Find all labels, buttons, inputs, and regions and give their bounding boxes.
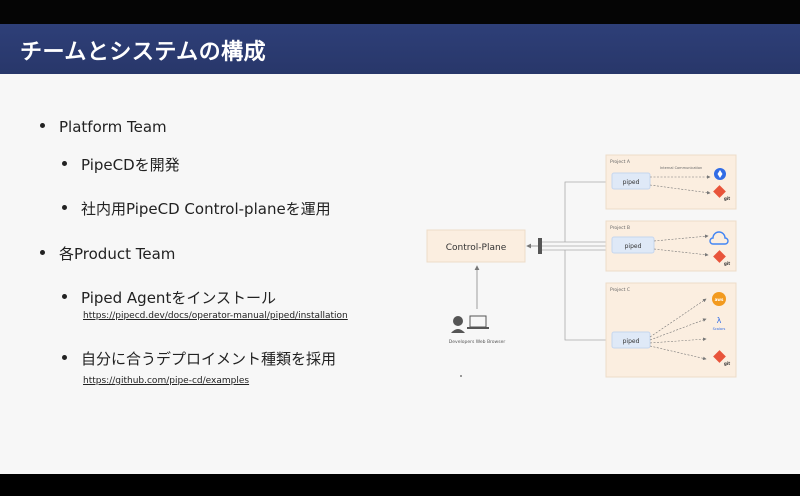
project-a-piped [611, 172, 651, 190]
bullet-dot [62, 294, 67, 299]
svg-text:piped: piped [623, 179, 640, 186]
developer-label: Developers Web Browser [449, 339, 506, 345]
slide: チームとシステムの構成 Platform Team PipeCDを開発 社内用P… [0, 24, 800, 474]
bottom-letterbox [0, 474, 800, 496]
bullet-dot [62, 205, 67, 210]
bullet-install-agent: Piped Agentをインストール [62, 287, 276, 308]
svg-text:aws: aws [715, 297, 724, 302]
connector-bar [538, 238, 542, 254]
cursor-dot [460, 375, 462, 377]
scalars-label: Scalars [713, 327, 726, 331]
svg-text:piped: piped [623, 338, 640, 345]
project-c-label: Project C [610, 287, 630, 293]
bullet-dot [40, 250, 45, 255]
install-docs-link[interactable]: https://pipecd.dev/docs/operator-manual/… [83, 311, 348, 321]
bullet-choose-deploy: 自分に合うデプロイメント種類を採用 [62, 348, 336, 369]
project-a-note: Internal Communication [660, 166, 702, 170]
bullet-platform-team: Platform Team [40, 118, 167, 136]
svg-text:git: git [724, 361, 730, 366]
bullet-dot [62, 355, 67, 360]
svg-text:piped: piped [625, 243, 642, 250]
bullet-list: Platform Team PipeCDを開発 社内用PipeCD Contro… [0, 24, 800, 474]
bullet-control-plane-ops: 社内用PipeCD Control-planeを運用 [62, 198, 331, 219]
bullet-dot [40, 123, 45, 128]
developer-icon [453, 316, 463, 326]
lambda-icon: λ [717, 316, 722, 325]
project-a-label: Project A [610, 159, 631, 165]
control-plane-label: Control-Plane [446, 243, 507, 253]
project-b-piped [611, 236, 655, 254]
top-letterbox [0, 0, 800, 24]
architecture-diagram: Control-Plane Developers Web Browser Pro… [426, 154, 737, 378]
examples-link[interactable]: https://github.com/pipe-cd/examples [83, 376, 250, 386]
svg-text:git: git [724, 261, 730, 266]
bullet-pipecd-dev: PipeCDを開発 [62, 154, 180, 175]
bullet-product-team: 各Product Team [40, 243, 175, 264]
control-plane-box [426, 229, 526, 263]
svg-text:git: git [724, 196, 730, 201]
slide-title: チームとシステムの構成 [20, 40, 267, 65]
bullet-dot [62, 161, 67, 166]
project-b-label: Project B [610, 225, 630, 231]
laptop-icon [469, 315, 487, 328]
aws-icon [712, 292, 726, 306]
gcp-icon [709, 231, 729, 245]
title-band: チームとシステムの構成 [0, 24, 800, 74]
